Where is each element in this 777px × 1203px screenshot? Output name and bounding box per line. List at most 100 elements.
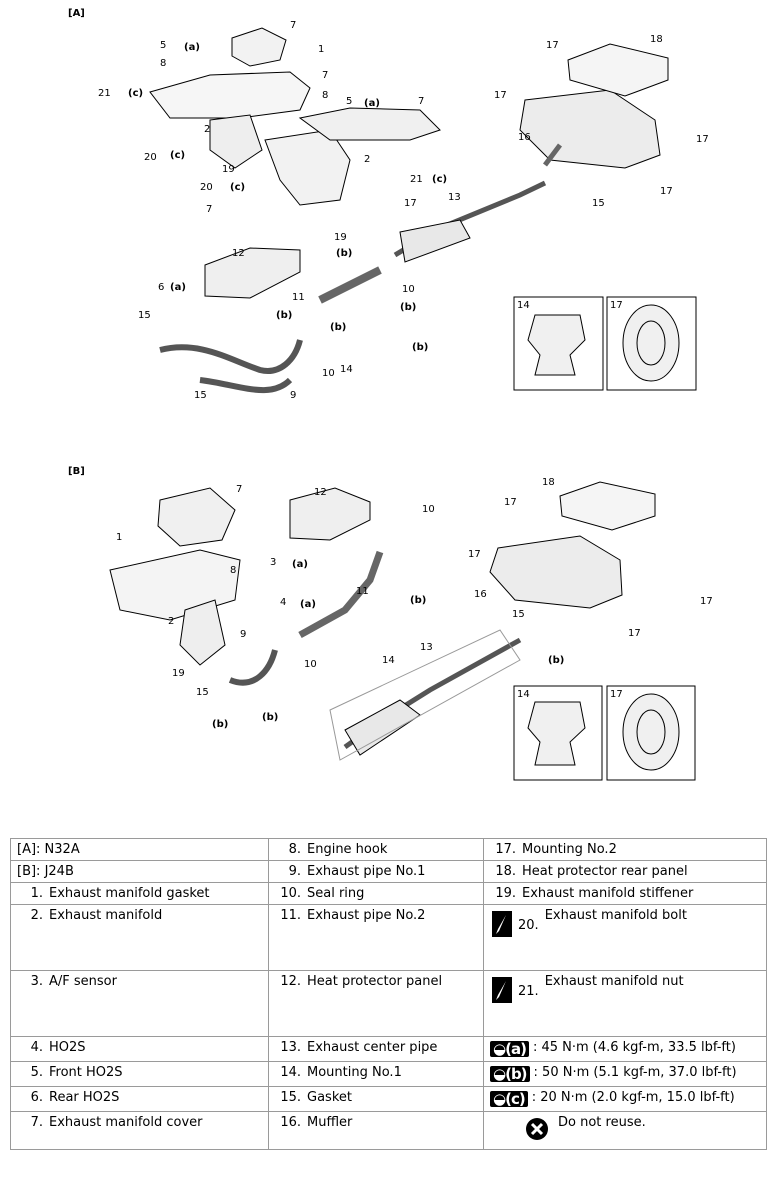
legend-text: Exhaust manifold cover [49,1115,203,1130]
legend-cell: 15. Gasket [268,1086,484,1112]
diagram-b-drawing: 14 17 1234789101011121314151516171717171… [109,477,713,781]
legend-number: 2. [30,908,43,923]
a-callout: 19 [334,232,347,243]
legend-number: 3. [30,974,43,989]
legend-text: HO2S [49,1040,86,1055]
a-callout: (a) [170,282,186,293]
legend-text: Seal ring [307,886,365,901]
a-callout: (b) [276,310,292,321]
a-callout: (b) [400,302,416,313]
legend-number: 12. [280,974,301,989]
a-callout: (c) [170,150,185,161]
legend-text: Exhaust manifold [49,908,163,923]
b-callout: 19 [172,668,185,679]
a-callout: 8 [322,90,328,101]
a-callout: 21 [98,88,111,99]
b-callout: 7 [236,484,242,495]
a-callout: 11 [292,292,305,303]
legend-row: 6.Rear HO2S 15. Gasket ◒(c): 20 N·m (2.0 kg… [10,1086,767,1112]
legend-cell: ◒(c): 20 N·m (2.0 kgf-m, 15.0 lbf-ft) [483,1086,767,1112]
b-callout: 13 [420,642,433,653]
legend-cell: ◒(a): 45 N·m (4.6 kgf-m, 33.5 lbf-ft) [483,1036,767,1062]
a-callout: (c) [128,88,143,99]
legend-text: : 45 N·m (4.6 kgf-m, 33.5 lbf-ft) [532,1040,736,1055]
a-callout: 7 [206,204,212,215]
a-callout: 17 [660,186,673,197]
a-callout: 20 [200,182,213,193]
legend-text: Muffler [307,1115,353,1130]
a-callout: 14 [340,364,353,375]
no-reuse-icon [490,1116,554,1146]
b-callout: 4 [280,597,286,608]
b-callout: (a) [292,559,308,570]
a-callout: 16 [518,132,531,143]
b-callout: (b) [262,712,278,723]
b-callout: (a) [300,599,316,610]
legend-text: Exhaust manifold gasket [49,886,210,901]
torque-icon: ◒(b) [490,1066,530,1083]
legend-number: 16. [280,1115,301,1130]
a-callout: 9 [290,390,296,401]
legend-number: 4. [30,1040,43,1055]
legend-text: Heat protector panel [307,974,443,989]
legend-cell: Do not reuse. [483,1111,767,1150]
inset-b-label-mount1: 14 [517,689,530,700]
legend-number: 1. [30,886,43,901]
a-callout: (a) [364,98,380,109]
legend-text: Exhaust pipe No.1 [307,864,426,879]
a-callout: 13 [448,192,461,203]
legend-number: 15. [280,1090,301,1105]
legend-text: Engine hook [307,842,388,857]
torque-tag: (b) [505,1065,527,1083]
b-callout: 17 [504,497,517,508]
legend-number: 11. [280,908,301,923]
legend-text: Gasket [307,1090,352,1105]
a-callout: 1 [318,44,324,55]
legend-cell: 8.Engine hook [268,838,484,861]
b-callout: 15 [196,687,209,698]
a-callout: (c) [230,182,245,193]
legend-number: 7. [30,1115,43,1130]
a-callout: 17 [696,134,709,145]
legend-cell: 4. HO2S [10,1036,269,1062]
diagram-a-drawing: 14 17 1225567777889101011121314151515161… [98,20,709,401]
diagram-n32a: [A] [0,0,777,420]
b-callout: 8 [230,565,236,576]
legend-text: [B]: J24B [17,864,74,879]
legend-number: 10. [280,886,301,901]
legend-number: 17. [495,842,516,857]
a-callout: 17 [546,40,559,51]
legend-cell: 6.Rear HO2S [10,1086,269,1112]
legend-row: 7. Exhaust manifold cover 16. Muffler Do not… [10,1111,767,1150]
b-callout: (b) [548,655,564,666]
a-callout: 15 [138,310,151,321]
legend-cell: 9.Exhaust pipe No.1 [268,860,484,883]
b-callout: 1 [116,532,122,543]
legend-text: Mounting No.2 [522,842,617,857]
legend-cell: 7. Exhaust manifold cover [10,1111,269,1150]
a-callout: (c) [432,174,447,185]
a-callout: 10 [402,284,415,295]
b-callout: 2 [168,616,174,627]
b-callout: (b) [212,719,228,730]
legend-cell: 16. Muffler [268,1111,484,1150]
legend-number: 21. [518,984,539,999]
a-callout: 8 [160,58,166,69]
inset-label-mount1: 14 [517,300,530,311]
a-callout: 18 [650,34,663,45]
b-callout: 12 [314,487,327,498]
b-callout: 10 [304,659,317,670]
legend-text: Exhaust center pipe [307,1040,438,1055]
a-callout: 7 [418,96,424,107]
bolt-icon [490,975,514,1009]
b-callout: (b) [410,595,426,606]
a-callout: 2 [364,154,370,165]
b-callout: 9 [240,629,246,640]
legend-cell: 19.Exhaust manifold stiffener [483,882,767,905]
